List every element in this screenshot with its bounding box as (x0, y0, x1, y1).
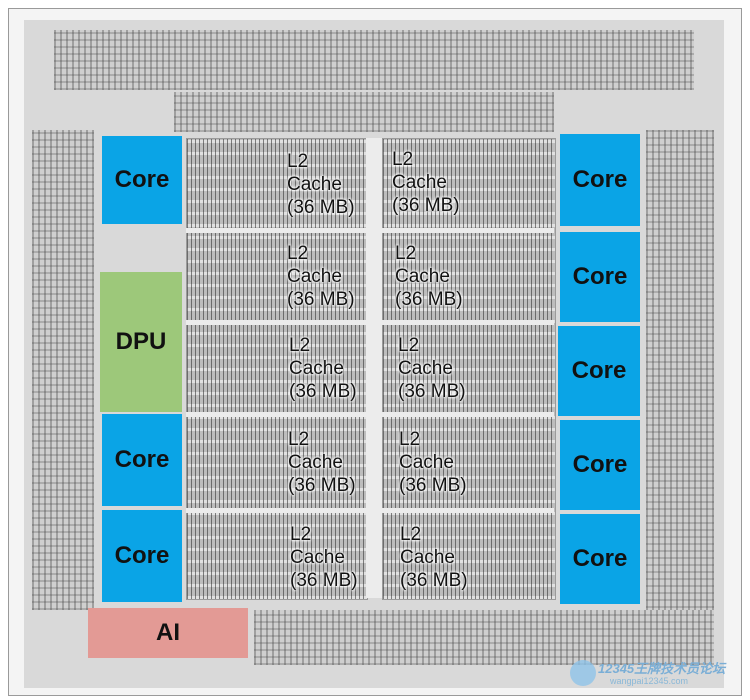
core-block: Core (102, 510, 182, 602)
core-label: Core (115, 446, 170, 474)
watermark-title: 12345王牌技术员论坛 (598, 658, 725, 677)
top-io-region (54, 30, 694, 90)
core-block: Core (560, 514, 640, 604)
ai-block: AI (88, 608, 248, 658)
watermark-logo-icon (570, 660, 596, 686)
core-block: Core (560, 134, 640, 226)
core-block: Core (102, 136, 182, 224)
core-label: Core (115, 166, 170, 194)
core-label: Core (115, 542, 170, 570)
core-block: Core (560, 232, 640, 322)
core-label: Core (573, 166, 628, 194)
cache-row-divider (186, 508, 554, 513)
core-block: Core (558, 326, 640, 416)
cache-row-divider (186, 228, 554, 233)
left-io-region (32, 130, 94, 610)
core-label: Core (573, 451, 628, 479)
core-label: Core (573, 545, 628, 573)
core-block: Core (102, 414, 182, 506)
right-io-region (646, 130, 714, 650)
ai-label: AI (156, 619, 180, 647)
dpu-label: DPU (116, 328, 167, 356)
watermark-url: wangpai12345.com (610, 676, 688, 686)
cache-center-spine (366, 138, 382, 598)
cache-row-divider (186, 320, 554, 325)
dpu-block: DPU (100, 272, 182, 412)
core-block: Core (560, 420, 640, 510)
watermark: 12345王牌技术员论坛 wangpai12345.com (570, 656, 740, 692)
core-label: Core (573, 263, 628, 291)
core-label: Core (572, 357, 627, 385)
top-logic-region (174, 92, 554, 132)
cache-row-divider (186, 412, 554, 417)
